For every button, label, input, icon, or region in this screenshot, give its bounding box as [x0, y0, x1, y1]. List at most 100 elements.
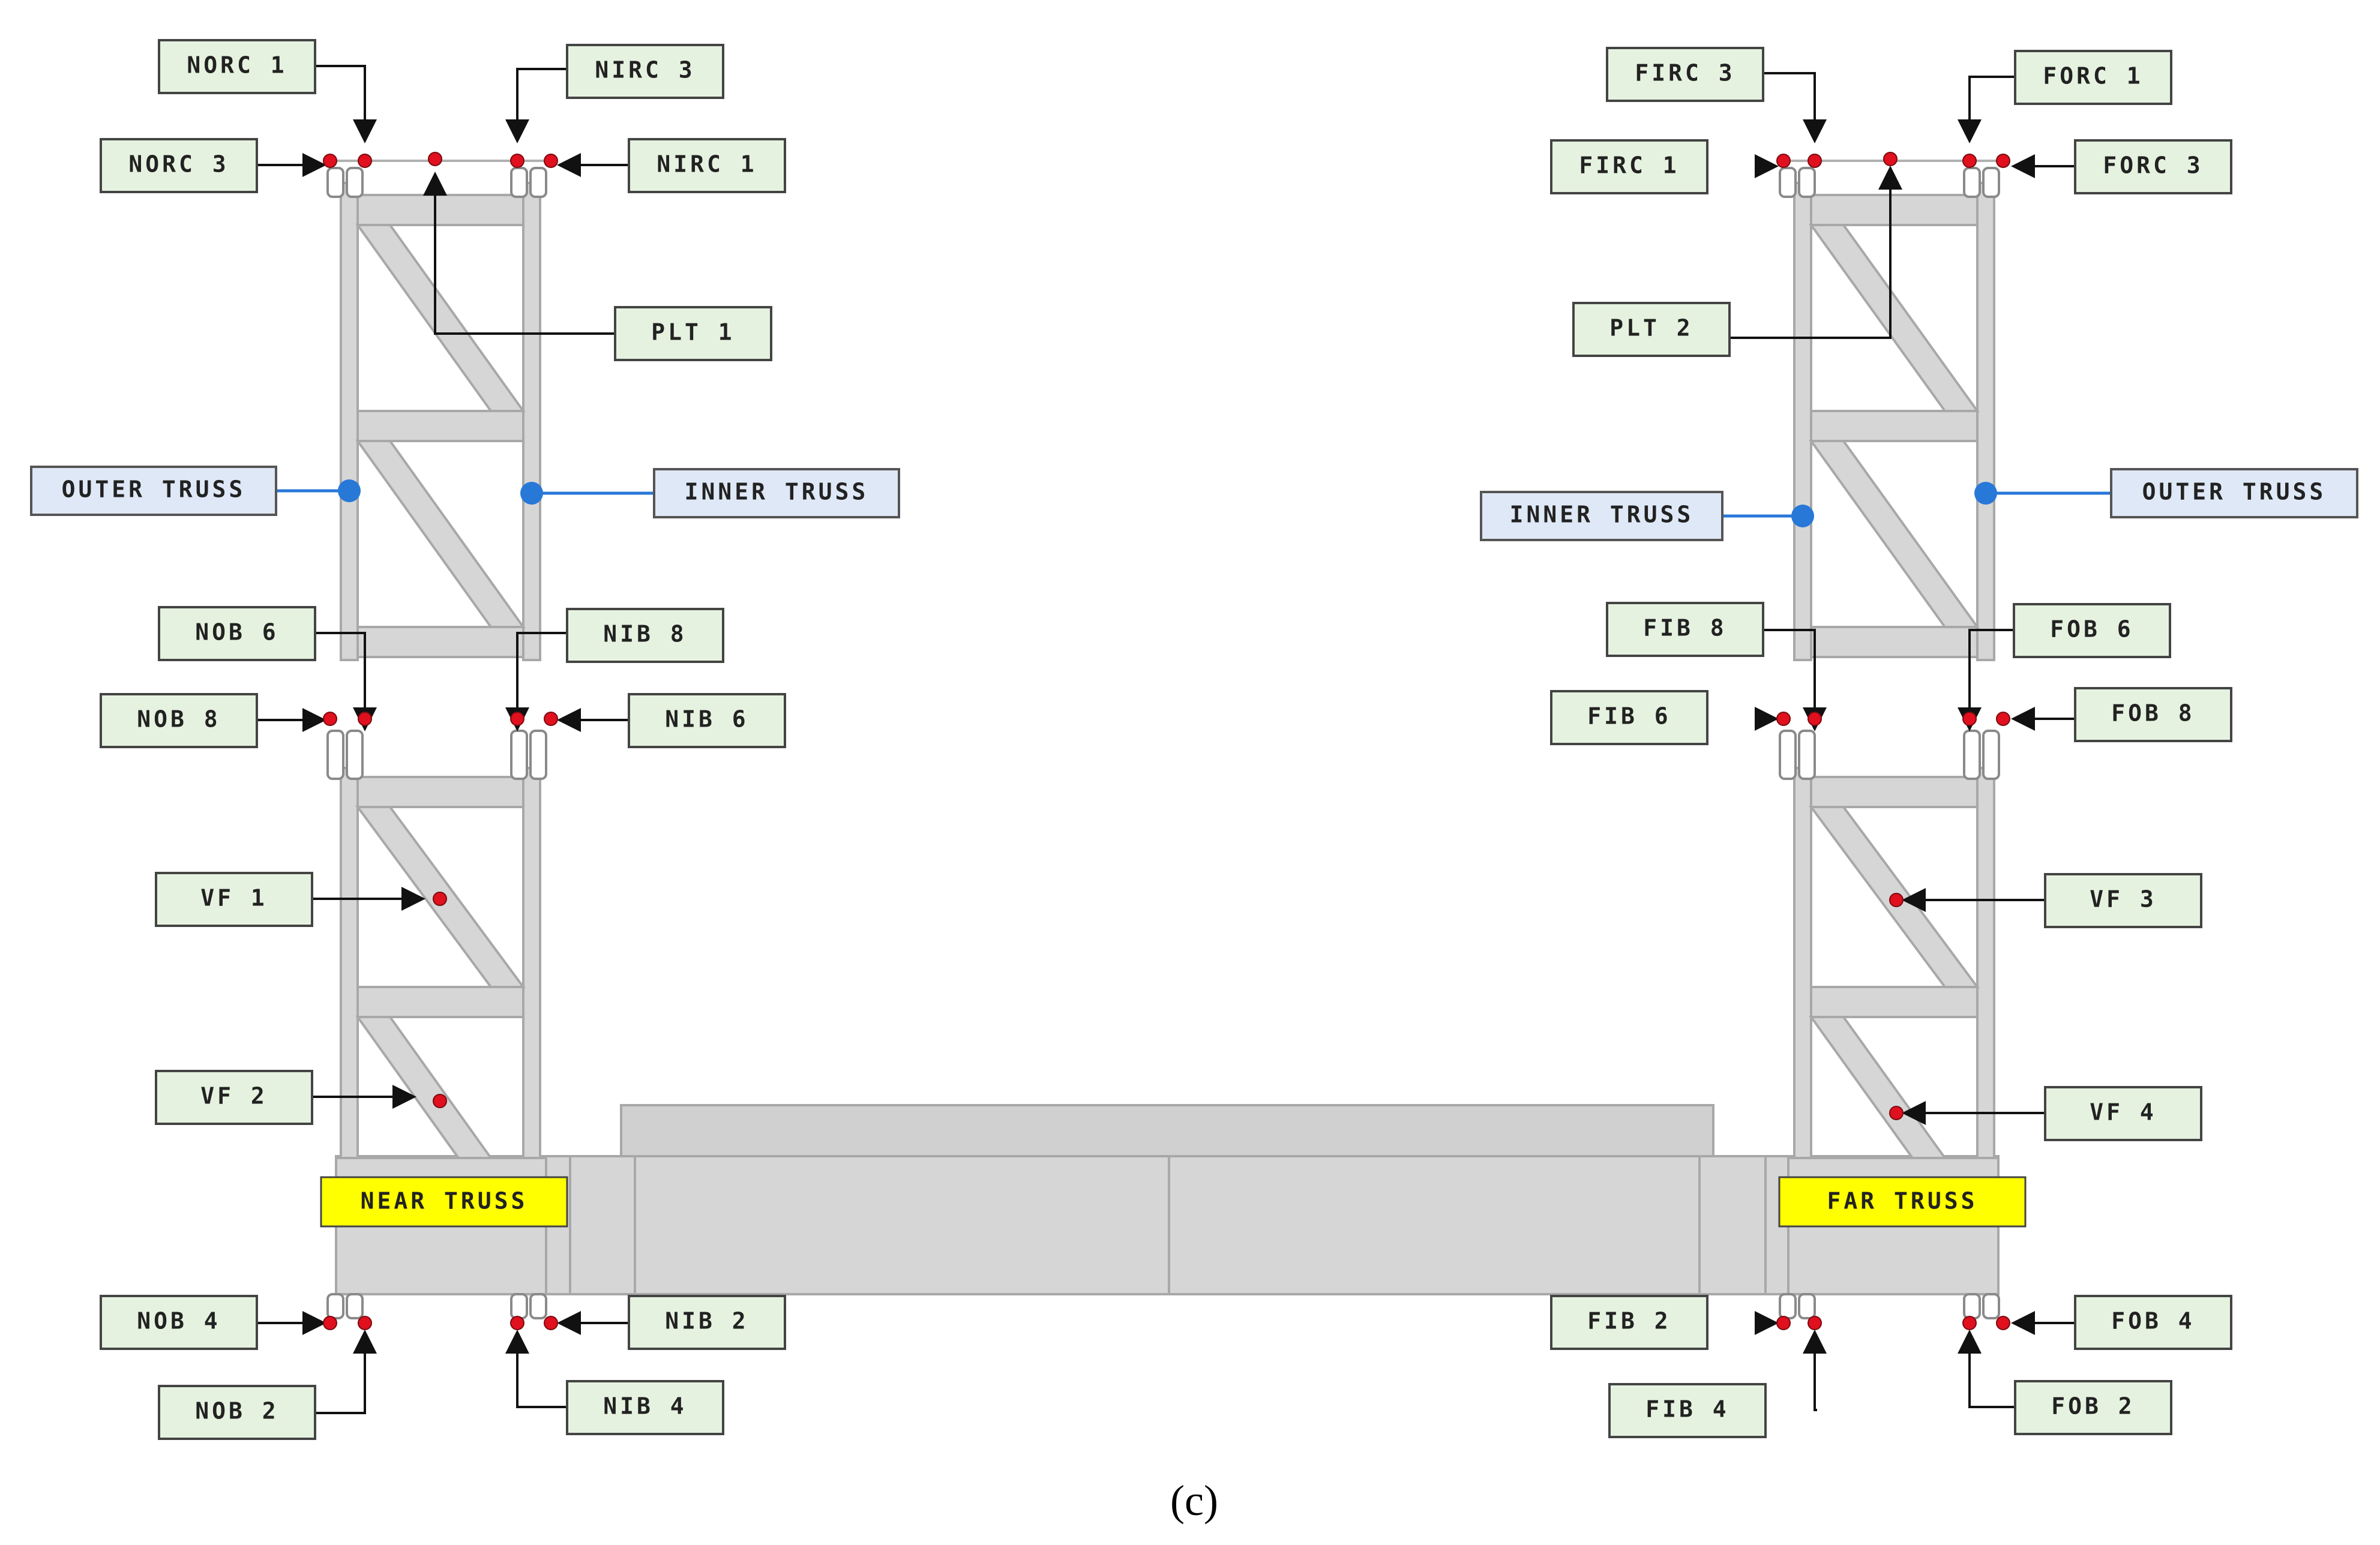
label-nirc3: NIRC 3	[595, 57, 695, 83]
group-label-near: NEAR TRUSS	[361, 1188, 528, 1214]
truss-label-box-inner-left	[653, 468, 900, 518]
label-box-nib6	[628, 693, 786, 748]
sensor-dot-fib4	[1808, 1316, 1822, 1330]
sensor-dot-vf4	[1889, 1106, 1904, 1120]
label-box-nob8	[100, 693, 258, 748]
sensor-dot-nib2	[544, 1316, 558, 1330]
sensor-dot-nirc3	[510, 154, 524, 168]
label-box-nob4	[100, 1295, 258, 1350]
label-box-fob8	[2074, 687, 2232, 742]
group-label-box-far	[1778, 1176, 2027, 1228]
label-fib6: FIB 6	[1587, 703, 1671, 730]
truss-label-outer-left: OUTER TRUSS	[62, 476, 246, 503]
truss-label-inner-left: INNER TRUSS	[685, 479, 869, 505]
label-box-forc3	[2074, 139, 2232, 194]
sensor-dot-plt1	[428, 152, 442, 166]
sensor-label-texts: NORC 1 NORC 3 NIRC 3 NIRC 1 PLT 1 NOB 6 …	[128, 52, 2203, 1424]
label-box-firc1	[1550, 139, 1708, 194]
label-box-vf1	[155, 872, 313, 927]
label-vf2: VF 2	[200, 1083, 268, 1109]
label-box-norc1	[158, 39, 316, 94]
truss-label-boxes	[30, 466, 2358, 541]
label-box-nib2	[628, 1295, 786, 1350]
label-vf1: VF 1	[200, 885, 268, 911]
deck-beam	[335, 1155, 2000, 1295]
group-label-far: FAR TRUSS	[1827, 1188, 1978, 1214]
label-nob8: NOB 8	[137, 706, 220, 733]
sensor-dot-fib6	[1776, 712, 1791, 726]
near-truss-upper-frame	[340, 182, 541, 661]
label-nob2: NOB 2	[195, 1398, 278, 1424]
sensor-dot-nob4	[323, 1316, 337, 1330]
truss-marker-outer-right	[1974, 482, 1997, 505]
label-vf3: VF 3	[2090, 886, 2157, 913]
sensor-label-boxes	[100, 39, 2232, 1440]
sensor-dot-nib4	[510, 1316, 524, 1330]
label-fob2: FOB 2	[2051, 1393, 2135, 1420]
sensor-dot-norc1	[358, 154, 372, 168]
label-box-vf4	[2044, 1086, 2202, 1141]
truss-label-outer-right: OUTER TRUSS	[2142, 479, 2327, 505]
label-nib2: NIB 2	[665, 1308, 748, 1334]
label-vf4: VF 4	[2090, 1099, 2157, 1126]
group-label-boxes	[320, 1176, 2027, 1228]
label-box-fib4	[1608, 1383, 1767, 1438]
group-label-texts: NEAR TRUSS FAR TRUSS	[361, 1188, 1978, 1214]
label-box-plt2	[1572, 302, 1731, 357]
label-fob6: FOB 6	[2050, 616, 2133, 643]
sensor-dot-fob8	[1996, 712, 2010, 726]
sensor-dot-forc1	[1962, 154, 1977, 168]
label-fib2: FIB 2	[1587, 1308, 1671, 1334]
sensor-dot-nob2	[358, 1316, 372, 1330]
sensor-dots	[323, 152, 2010, 1330]
label-nob4: NOB 4	[137, 1308, 220, 1334]
label-box-nib4	[566, 1380, 724, 1435]
label-fib4: FIB 4	[1645, 1396, 1729, 1423]
sensor-dot-vf1	[433, 892, 447, 906]
label-box-nob2	[158, 1385, 316, 1440]
label-nob6: NOB 6	[195, 619, 278, 646]
label-box-fib8	[1606, 602, 1764, 657]
sensor-dot-vf2	[433, 1094, 447, 1108]
label-nib4: NIB 4	[603, 1393, 687, 1420]
truss-label-box-outer-right	[2110, 468, 2358, 518]
label-nirc1: NIRC 1	[657, 151, 757, 178]
far-truss-lower-frame	[1793, 767, 1995, 1159]
sensor-dot-plt2	[1883, 152, 1898, 166]
truss-label-box-outer-left	[30, 466, 277, 516]
label-box-vf2	[155, 1070, 313, 1125]
sensor-dot-nib8	[510, 712, 524, 726]
truss-marker-inner-right	[1791, 505, 1814, 527]
truss-marker-outer-left	[338, 479, 361, 502]
label-fib8: FIB 8	[1643, 615, 1726, 641]
label-box-nirc3	[566, 44, 724, 99]
label-forc1: FORC 1	[2043, 63, 2143, 89]
label-plt2: PLT 2	[1609, 315, 1693, 341]
group-label-box-near	[320, 1176, 568, 1228]
sensor-dot-firc1	[1776, 154, 1791, 168]
sensor-dot-forc3	[1996, 154, 2010, 168]
sensor-dot-norc3	[323, 154, 337, 168]
label-box-firc3	[1606, 47, 1764, 102]
label-box-fib6	[1550, 690, 1708, 745]
sensor-dot-firc3	[1808, 154, 1822, 168]
label-fob8: FOB 8	[2111, 700, 2195, 727]
label-forc3: FORC 3	[2103, 152, 2203, 179]
sensor-dot-nirc1	[544, 154, 558, 168]
label-box-nirc1	[628, 138, 786, 193]
label-box-norc3	[100, 138, 258, 193]
truss-label-box-inner-right	[1480, 491, 1723, 541]
label-box-forc1	[2014, 50, 2172, 105]
label-firc1: FIRC 1	[1579, 152, 1679, 179]
truss-marker-inner-left	[520, 482, 543, 505]
label-box-plt1	[614, 306, 772, 361]
sensor-dot-nob8	[323, 712, 337, 726]
label-box-fob2	[2014, 1380, 2172, 1435]
truss-label-texts: OUTER TRUSS INNER TRUSS INNER TRUSS OUTE…	[62, 476, 2327, 528]
label-plt1: PLT 1	[651, 319, 735, 346]
truss-label-inner-right: INNER TRUSS	[1510, 502, 1694, 528]
sensor-dot-fib8	[1808, 712, 1822, 726]
label-norc3: NORC 3	[128, 151, 229, 178]
near-truss-lower-frame	[340, 767, 541, 1159]
